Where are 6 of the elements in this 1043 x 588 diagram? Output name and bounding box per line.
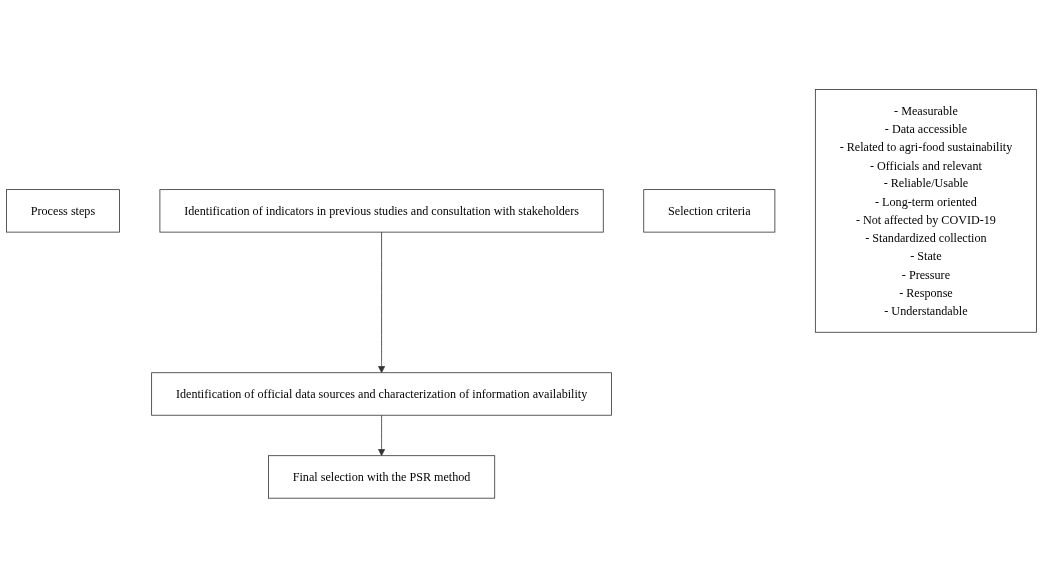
node-box: Selection criteria xyxy=(643,189,776,233)
node-box: Process steps xyxy=(6,189,120,233)
node-box: Identification of official data sources and characterization of information availability xyxy=(151,372,612,416)
node-box: - Measurable - Data accessible - Related to agri-food sustainability - Officials and relevant - Reliable/Usable - Long-term oriented - Not affected by COVID-19 - Standardized collection - State - Pressure - Response - Understandable xyxy=(814,89,1037,333)
node-box: Identification of indicators in previous studies and consultation with stakeholders xyxy=(159,189,604,233)
node-box: Final selection with the PSR method xyxy=(268,455,496,499)
